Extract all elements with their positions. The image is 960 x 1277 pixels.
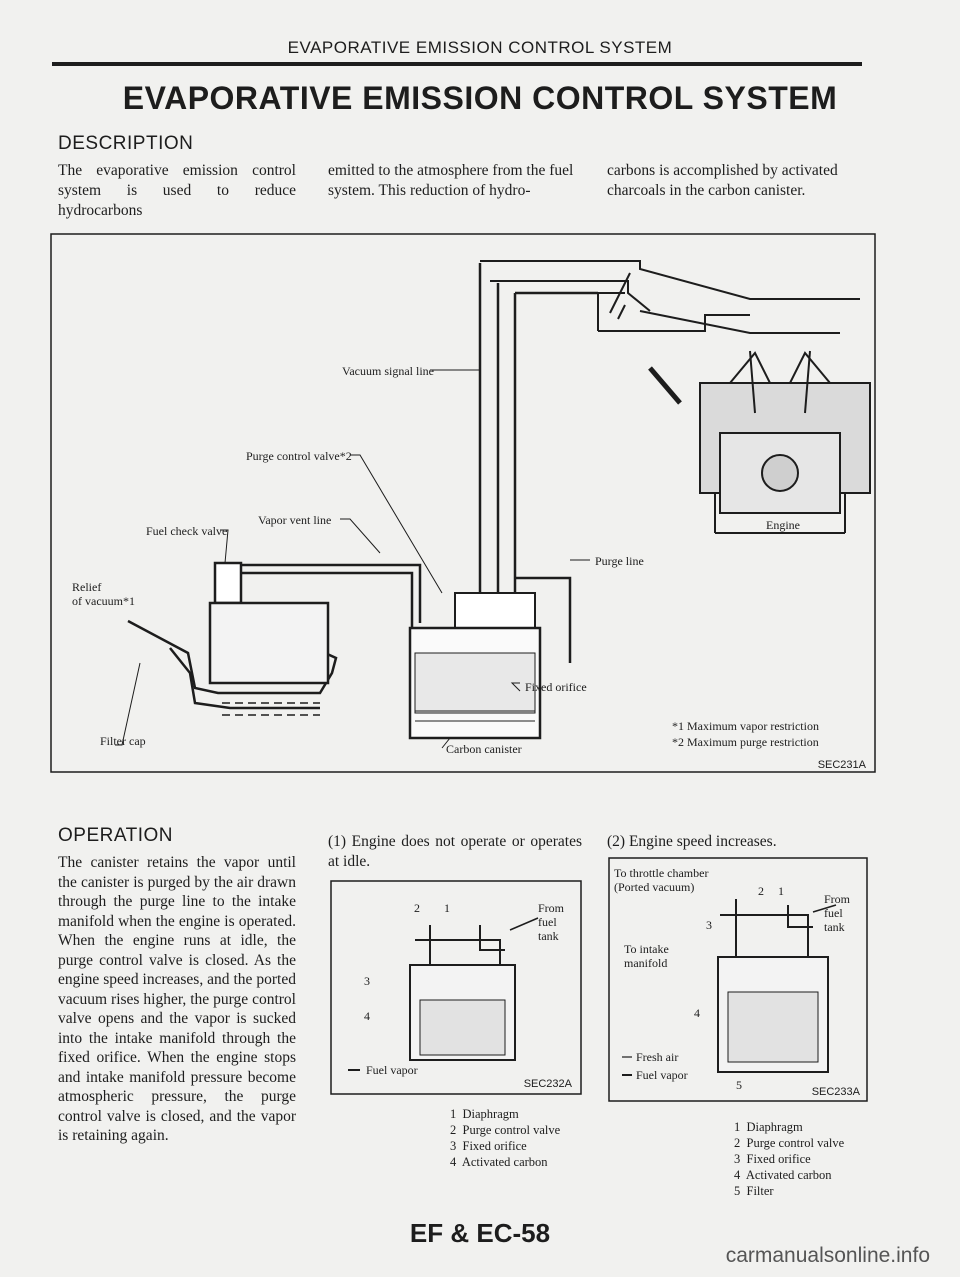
- fig-speed-callout-4: 4: [694, 1006, 700, 1020]
- fig-speed-fuel: fuel: [824, 906, 843, 920]
- legend-item: 3 Fixed orifice: [734, 1152, 811, 1166]
- legend-item: 5 Filter: [734, 1184, 774, 1198]
- fig-idle-fuel-vapor: Fuel vapor: [366, 1063, 418, 1077]
- page-title: EVAPORATIVE EMISSION CONTROL SYSTEM: [122, 80, 838, 116]
- fig-idle-callout-2: 2: [414, 901, 420, 915]
- page-number: EF & EC-58: [409, 1218, 551, 1248]
- diagram-code: SEC231A: [818, 759, 867, 771]
- legend-item: 1 Diaphragm: [450, 1107, 519, 1121]
- operation-text: The canister retains the vapor until the…: [58, 854, 296, 1144]
- legend-item: 4 Activated carbon: [734, 1168, 832, 1182]
- piping: [228, 263, 598, 663]
- label-fixed-orifice: Fixed orifice: [525, 680, 587, 694]
- fig-speed-from: From: [824, 892, 851, 906]
- fig-speed-tank: tank: [824, 920, 845, 934]
- label-purge-line: Purge line: [595, 554, 644, 568]
- watermark: carmanualsonline.info: [725, 1244, 930, 1267]
- leader-lines: [115, 369, 590, 749]
- fig-speed-fresh-air: Fresh air: [636, 1050, 678, 1064]
- running-header: EVAPORATIVE EMISSION CONTROL SYSTEM: [287, 38, 673, 57]
- label-vacuum-signal-line: Vacuum signal line: [342, 364, 434, 378]
- fig-idle: 2 1 3 4 From fuel tank Fuel vapor SEC232…: [330, 880, 582, 1095]
- legend-item: 3 Fixed orifice: [450, 1139, 527, 1153]
- fig-idle-tank: tank: [538, 929, 559, 943]
- label-engine: Engine: [766, 518, 800, 532]
- fig-speed-svg: To throttle chamber (Ported vacuum) 2 1 …: [608, 857, 868, 1102]
- label-purge-control-valve: Purge control valve*2: [246, 449, 352, 463]
- fig-idle-legend: 1 Diaphragm 2 Purge control valve 3 Fixe…: [450, 1106, 560, 1170]
- legend-item: 1 Diaphragm: [734, 1120, 803, 1134]
- fig-idle-caption: (1) Engine does not operate or operates …: [328, 833, 582, 870]
- header-rule: [52, 62, 862, 66]
- label-relief: Relief: [72, 580, 101, 594]
- fig-idle-callout-1: 1: [444, 901, 450, 915]
- fig-speed-caption: (2) Engine speed increases.: [607, 833, 777, 850]
- fig-idle-svg: 2 1 3 4 From fuel tank Fuel vapor SEC232…: [330, 880, 582, 1095]
- fig-speed-manifold: manifold: [624, 956, 667, 970]
- operation-heading: OPERATION: [58, 825, 173, 846]
- description-heading: DESCRIPTION: [58, 133, 194, 154]
- fig-speed: To throttle chamber (Ported vacuum) 2 1 …: [608, 857, 868, 1102]
- engine-drawing: [480, 260, 871, 534]
- legend-item: 2 Purge control valve: [450, 1123, 561, 1137]
- label-fuel-check-valve: Fuel check valve: [146, 524, 227, 538]
- fig-idle-fuel: fuel: [538, 915, 557, 929]
- fig-speed-callout-3: 3: [706, 918, 712, 932]
- fig-idle-callout-4: 4: [364, 1009, 370, 1023]
- fig-speed-fuel-vapor: Fuel vapor: [636, 1068, 688, 1082]
- fig-idle-callout-3: 3: [364, 974, 370, 988]
- description-col3: carbons is accomplished by activated cha…: [607, 162, 838, 199]
- label-relief-of-vacuum: of vacuum*1: [72, 594, 135, 608]
- legend-item: 4 Activated carbon: [450, 1155, 548, 1169]
- fig-speed-code: SEC233A: [812, 1086, 861, 1098]
- label-carbon-canister: Carbon canister: [446, 742, 522, 756]
- carbon-canister-drawing: [408, 626, 542, 740]
- legend-item: 2 Purge control valve: [734, 1136, 845, 1150]
- description-col2: emitted to the atmosphere from the fuel …: [328, 162, 574, 199]
- fig-speed-legend: 1 Diaphragm 2 Purge control valve 3 Fixe…: [734, 1119, 844, 1199]
- fig-idle-code: SEC232A: [524, 1078, 573, 1090]
- fig-speed-callout-5: 5: [736, 1078, 742, 1092]
- system-schematic: Vacuum signal line Purge control valve*2…: [50, 233, 876, 773]
- fig-speed-to-throttle: To throttle chamber: [614, 866, 708, 880]
- note-1: *1 Maximum vapor restriction: [672, 719, 819, 733]
- label-vapor-vent-line: Vapor vent line: [258, 513, 331, 527]
- main-system-diagram: Vacuum signal line Purge control valve*2…: [50, 233, 876, 773]
- fuel-tank-drawing: [127, 561, 338, 716]
- fig-speed-callout-1: 1: [778, 884, 784, 898]
- fig-idle-from: From: [538, 901, 565, 915]
- description-col1: The evaporative emission control system …: [58, 162, 296, 219]
- label-filter-cap: Filter cap: [100, 734, 146, 748]
- fig-speed-ported-vacuum: (Ported vacuum): [614, 880, 694, 894]
- fig-speed-to-intake: To intake: [624, 942, 669, 956]
- note-2: *2 Maximum purge restriction: [672, 735, 819, 749]
- fig-speed-callout-2: 2: [758, 884, 764, 898]
